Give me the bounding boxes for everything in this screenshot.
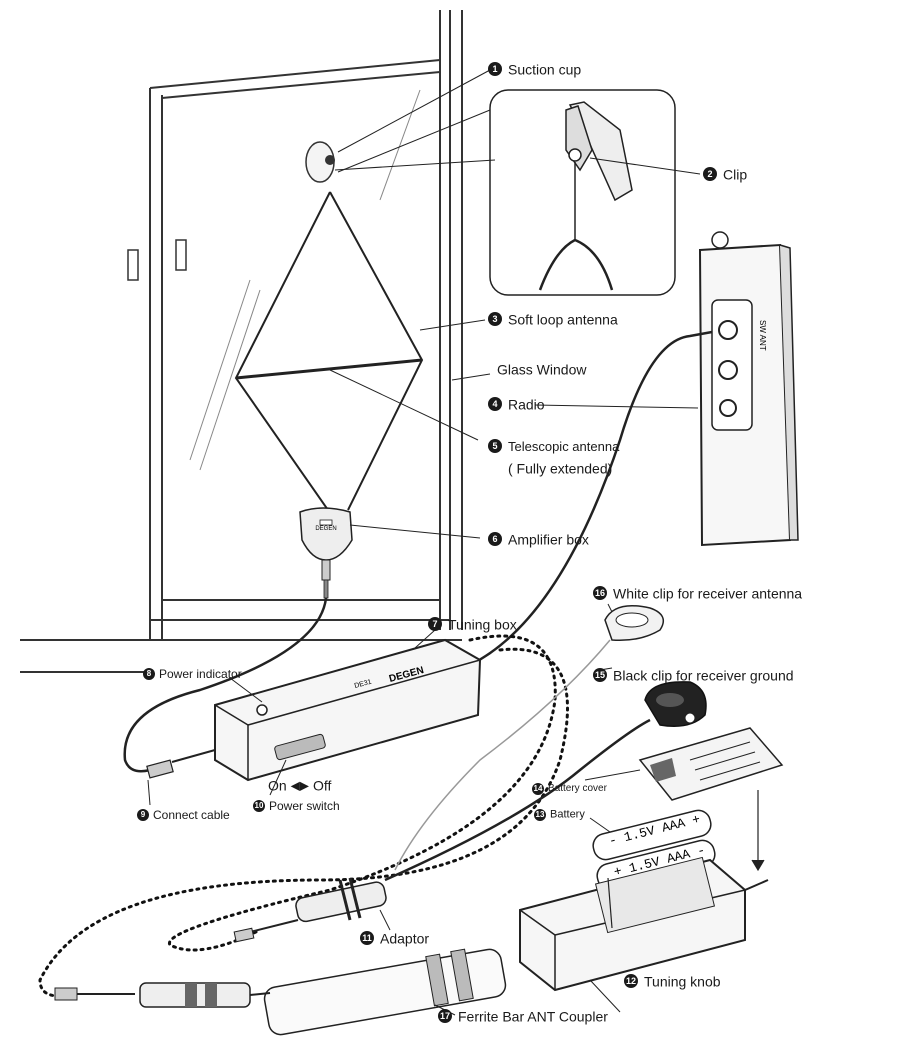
num-12: 12 bbox=[624, 974, 638, 989]
off-label: Off bbox=[312, 777, 332, 794]
radio-device: SW ANT bbox=[698, 231, 799, 547]
num-4: 4 bbox=[488, 397, 502, 412]
battery-cover bbox=[638, 727, 784, 801]
handle-right bbox=[175, 239, 187, 271]
battery-arrows bbox=[607, 790, 765, 929]
amplifier-box: DEGEN bbox=[299, 507, 353, 599]
handle-left bbox=[127, 249, 139, 281]
ferrite-cable-dotted bbox=[167, 634, 557, 952]
ferrite-bar-coupler bbox=[54, 948, 507, 1036]
num-14: 14 bbox=[532, 782, 544, 795]
radio-cable bbox=[469, 330, 713, 667]
num-11: 11 bbox=[360, 931, 374, 946]
num-3: 3 bbox=[488, 312, 502, 327]
radio-jack-label: SW ANT bbox=[758, 320, 767, 351]
label-glass-window: Glass Window bbox=[497, 361, 587, 378]
num-8: 8 bbox=[143, 667, 155, 680]
num-1: 1 bbox=[488, 62, 502, 77]
adaptor-cable bbox=[384, 718, 651, 882]
clip-inset bbox=[489, 89, 676, 296]
label-telescopic-sub: ( Fully extended) bbox=[508, 460, 613, 477]
tuning-model: DE31 bbox=[354, 679, 373, 690]
suction-cup bbox=[305, 141, 335, 183]
num-13: 13 bbox=[534, 808, 546, 821]
black-clip bbox=[644, 681, 707, 727]
label-power-switch-onoff: On ◀▶ Off bbox=[268, 777, 331, 792]
amp-brand: DEGEN bbox=[315, 526, 336, 532]
on-label: On bbox=[268, 777, 287, 794]
num-2: 2 bbox=[703, 167, 717, 182]
white-clip bbox=[604, 605, 665, 642]
window-frame bbox=[20, 10, 463, 673]
soft-loop-antenna bbox=[234, 191, 424, 511]
connect-plug bbox=[146, 749, 216, 779]
num-5: 5 bbox=[488, 439, 502, 454]
white-clip-cable bbox=[394, 639, 611, 871]
connect-cable bbox=[123, 597, 328, 773]
num-17: 17 bbox=[438, 1009, 452, 1024]
num-16: 16 bbox=[593, 586, 607, 601]
num-15: 15 bbox=[593, 668, 607, 683]
num-10: 10 bbox=[253, 799, 265, 812]
num-6: 6 bbox=[488, 532, 502, 547]
glass-reflection bbox=[189, 89, 421, 471]
telescopic-antenna bbox=[235, 358, 423, 380]
num-9: 9 bbox=[137, 808, 149, 821]
tuning-box: DEGEN DE31 bbox=[214, 638, 482, 782]
arrow-left-icon: ◀▶ bbox=[290, 778, 310, 793]
ferrite-cable-dotted-2 bbox=[38, 647, 569, 998]
adaptor bbox=[233, 877, 387, 943]
num-7: 7 bbox=[428, 617, 442, 632]
ferrite-tuning-unit bbox=[519, 856, 769, 992]
